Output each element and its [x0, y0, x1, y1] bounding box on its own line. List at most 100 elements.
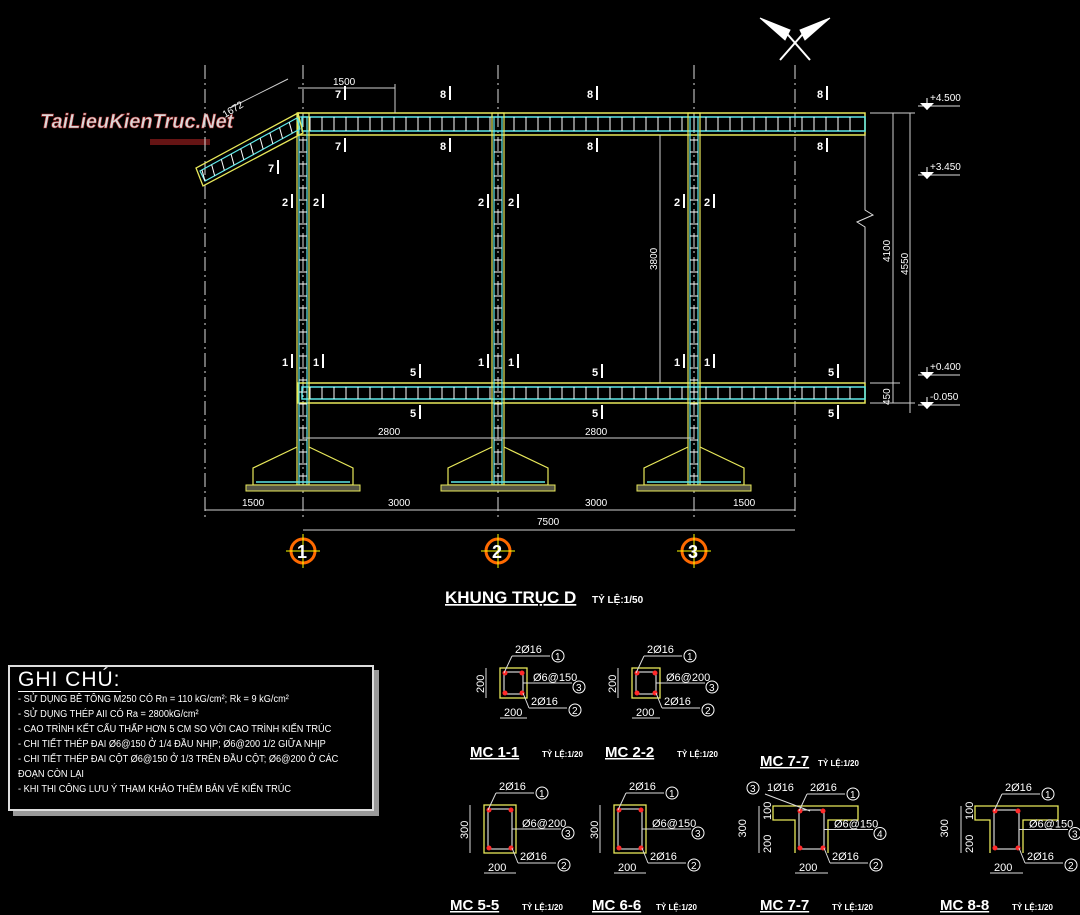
footing-pad	[440, 484, 556, 492]
section-mark: 7	[335, 89, 341, 101]
footing-pad	[636, 484, 752, 492]
elevation-0050: -0.050	[930, 392, 959, 403]
leader-line	[617, 792, 627, 811]
section-outline	[772, 805, 859, 853]
stirrup	[617, 808, 643, 850]
dim-bottom-4: 1500	[733, 498, 756, 509]
section-mark: 5	[410, 408, 416, 420]
bottom-bars-label: 2Ø16	[531, 696, 558, 708]
mark-number: 1	[687, 652, 693, 663]
section-mark: 2	[704, 197, 710, 209]
width-dim: 200	[504, 707, 522, 719]
axis-label: 2	[492, 542, 502, 562]
section-mark: 8	[587, 141, 593, 153]
section-mark: 8	[587, 89, 593, 101]
stirrup	[269, 132, 274, 144]
section-mark: 8	[440, 89, 446, 101]
frame-scale: TỶ LỆ:1/50	[592, 593, 644, 606]
mark-bubble	[665, 786, 679, 800]
dim-450: 450	[882, 388, 893, 405]
section-scale: TỶ LỆ:1/20	[522, 903, 563, 912]
mark-bubble	[846, 787, 860, 801]
stirrup	[503, 671, 524, 695]
rebar-dot	[992, 845, 998, 851]
section-mark: 5	[828, 367, 834, 379]
dim-4100: 4100	[882, 239, 893, 262]
leader-line	[764, 793, 811, 812]
rebar-dot	[992, 808, 998, 814]
rebar-dot	[502, 690, 508, 696]
height-dim: 300	[589, 821, 601, 839]
mark-bubble	[691, 826, 705, 840]
section-mark: 5	[828, 408, 834, 420]
mark-number: 1	[1045, 790, 1051, 801]
rebar-dot	[519, 670, 525, 676]
section-mark: 7	[268, 163, 274, 175]
mark-number: 3	[576, 683, 582, 694]
watermark-logo: TaiLieuKienTruc.Net	[40, 111, 235, 145]
leader-line	[487, 792, 497, 811]
stirrup-label: Ø6@200	[666, 672, 710, 684]
beam-rebar	[301, 386, 866, 400]
section-mark: 2	[508, 197, 514, 209]
frame-labels: 1500 1672 3800 4100 4550 450 2800 2800 1…	[221, 77, 961, 607]
height-dim: 300	[737, 819, 749, 837]
section-title: MC 1-1	[470, 744, 519, 761]
bottom-bars-label: 2Ø16	[832, 851, 859, 863]
stirrup	[993, 809, 1020, 850]
web-dim: 200	[964, 835, 976, 853]
top-bars-label: 2Ø16	[647, 644, 674, 656]
stirrup	[279, 127, 284, 139]
north-arrow-icon	[759, 17, 831, 61]
stirrup-label: Ø6@150	[652, 818, 696, 830]
section-scale: TỶ LỆ:1/20	[656, 903, 697, 912]
dim-line	[229, 78, 289, 109]
flange-dim: 100	[762, 802, 774, 820]
mark-number: 2	[691, 861, 697, 872]
height-dim: 300	[939, 819, 951, 837]
note-line: - SỬ DỤNG BÊ TÔNG M250 CÓ Rn = 110 kG/cm…	[18, 694, 289, 705]
axis-label: 3	[688, 542, 698, 562]
bottom-bars-label: 2Ø16	[664, 696, 691, 708]
stirrup	[635, 671, 657, 695]
beam-rebar	[301, 116, 866, 132]
elevation-0400: +0.400	[930, 362, 961, 373]
note-line: - CHI TIẾT THÉP ĐAI Ø6@150 Ở 1/4 ĐẦU NHỊ…	[18, 739, 326, 750]
section-mark: 8	[817, 141, 823, 153]
mark-bubble	[705, 680, 719, 694]
section-title: MC 7-7	[760, 897, 809, 914]
frame-title: KHUNG TRỤC D	[445, 588, 576, 607]
web-dim: 200	[762, 835, 774, 853]
extra-bars-label: 1Ø16	[767, 782, 794, 794]
elevation-4500: +4.500	[930, 93, 961, 104]
rebar-dot	[486, 845, 492, 851]
stirrup-label: Ø6@150	[834, 819, 878, 831]
section-mark: 1	[674, 357, 680, 369]
top-bars-label: 2Ø16	[629, 781, 656, 793]
section-mark: 1	[478, 357, 484, 369]
top-bars-label: 2Ø16	[515, 644, 542, 656]
section-title: MC 8-8	[940, 897, 989, 914]
beam-outline	[297, 382, 866, 404]
width-dim: 200	[488, 862, 506, 874]
rebar-dot	[508, 807, 514, 813]
mark-bubble	[1064, 858, 1078, 872]
note-line: - KHI THI CÔNG LƯU Ý THAM KHẢO THÊM BẢN …	[18, 784, 291, 795]
mark-bubble	[683, 649, 697, 663]
width-dim: 200	[799, 862, 817, 874]
rebar-dot	[616, 845, 622, 851]
section-title: MC 6-6	[592, 897, 641, 914]
break-line	[855, 135, 875, 383]
section-mark: 5	[410, 367, 416, 379]
note-line: - CHI TIẾT THÉP ĐAI CỘT Ø6@150 Ở 1/3 TRÊ…	[18, 754, 339, 765]
flange-dim: 100	[964, 802, 976, 820]
mark-number: 1	[669, 789, 675, 800]
section-scale: TỶ LỆ:1/20	[1012, 903, 1053, 912]
mark-number: 3	[750, 784, 756, 795]
mark-number: 3	[1072, 830, 1078, 841]
stirrup	[259, 138, 264, 150]
